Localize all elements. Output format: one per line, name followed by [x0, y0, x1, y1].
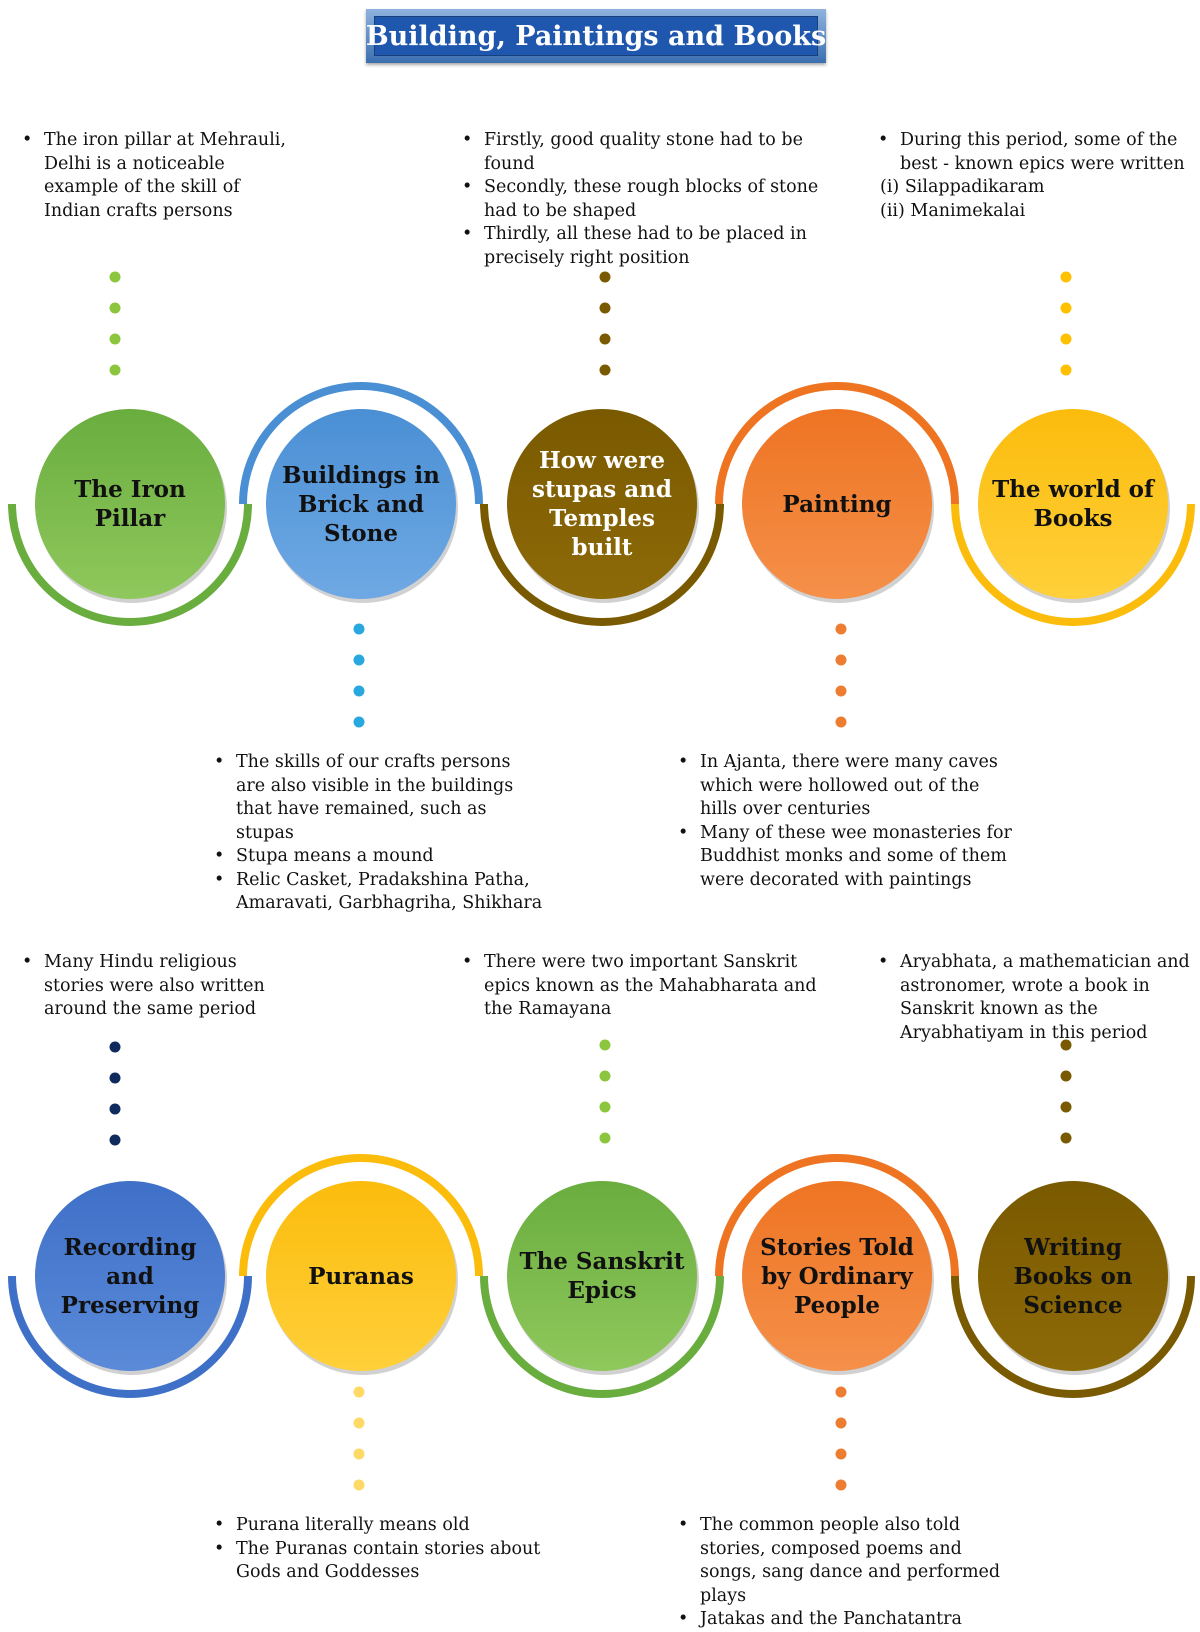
connector-dot-1-3-1	[835, 1417, 847, 1429]
connector-dot-0-2-2	[599, 333, 611, 345]
connector-dot-1-1-3	[353, 1479, 365, 1491]
connector-dot-0-0-3	[109, 364, 121, 376]
note-bullet: Firstly, good quality stone had to be fo…	[462, 129, 822, 176]
note-subitem: (ii) Manimekalai	[880, 200, 1026, 221]
arc-0-0	[8, 503, 252, 626]
connector-dot-0-2-3	[599, 364, 611, 376]
note-0-2: Firstly, good quality stone had to be fo…	[462, 129, 822, 270]
note-1-3: The common people also told stories, com…	[678, 1514, 1018, 1632]
connector-dot-0-2-1	[599, 302, 611, 314]
note-bullet: Purana literally means old	[214, 1514, 544, 1538]
connector-dot-1-0-3	[109, 1134, 121, 1146]
note-bullet: Aryabhata, a mathematician and astronome…	[878, 951, 1198, 1045]
connector-dot-1-1-2	[353, 1448, 365, 1460]
connector-dot-0-0-2	[109, 333, 121, 345]
arc-1-3	[715, 1154, 959, 1277]
connector-dot-0-4-3	[1060, 364, 1072, 376]
note-subitem: (i) Silappadikaram	[880, 177, 1045, 197]
topic-circle-1-0	[35, 1181, 225, 1371]
note-1-4: Aryabhata, a mathematician and astronome…	[878, 951, 1198, 1045]
connector-dot-0-1-0	[353, 623, 365, 635]
connector-dot-1-4-1	[1060, 1070, 1072, 1082]
connector-dot-0-1-1	[353, 654, 365, 666]
note-bullet: Relic Casket, Pradakshina Patha, Amarava…	[214, 869, 544, 916]
topic-circle-0-3	[742, 409, 932, 599]
connector-dot-1-2-0	[599, 1039, 611, 1051]
note-bullet: Secondly, these rough blocks of stone ha…	[462, 176, 822, 223]
note-bullet: Many of these wee monasteries for Buddhi…	[678, 822, 1018, 893]
connector-dot-0-4-0	[1060, 271, 1072, 283]
note-0-0: The iron pillar at Mehrauli, Delhi is a …	[22, 129, 297, 223]
note-0-3: In Ajanta, there were many caves which w…	[678, 751, 1018, 892]
connector-dot-1-4-2	[1060, 1101, 1072, 1113]
page-title: Building, Paintings and Books	[366, 16, 826, 56]
note-0-4: During this period, some of the best - k…	[878, 129, 1198, 223]
connector-dot-0-3-2	[835, 685, 847, 697]
topic-circle-1-2	[507, 1181, 697, 1371]
topic-circle-0-0	[35, 409, 225, 599]
note-bullet: The common people also told stories, com…	[678, 1514, 1018, 1608]
topic-circle-0-4	[978, 409, 1168, 599]
connector-dot-1-0-0	[109, 1041, 121, 1053]
arc-1-4	[951, 1275, 1195, 1398]
connector-dot-1-0-1	[109, 1072, 121, 1084]
topic-circle-0-1	[266, 409, 456, 599]
title-banner: Building, Paintings and Books	[366, 9, 826, 63]
connector-dot-1-2-1	[599, 1070, 611, 1082]
connector-dot-0-0-1	[109, 302, 121, 314]
note-bullet: The skills of our crafts persons are als…	[214, 751, 544, 845]
connector-dot-1-4-3	[1060, 1132, 1072, 1144]
note-bullet: Stupa means a mound	[214, 845, 544, 869]
arc-1-1	[239, 1154, 483, 1277]
connector-dot-1-3-2	[835, 1448, 847, 1460]
connector-dot-0-3-3	[835, 716, 847, 728]
note-1-1: Purana literally means oldThe Puranas co…	[214, 1514, 544, 1585]
arc-0-2	[480, 503, 724, 626]
connector-dot-0-3-1	[835, 654, 847, 666]
note-0-1: The skills of our crafts persons are als…	[214, 751, 544, 916]
arc-0-3	[715, 382, 959, 505]
topic-circle-0-2	[507, 409, 697, 599]
arc-1-2	[480, 1275, 724, 1398]
note-bullet: During this period, some of the best - k…	[878, 129, 1198, 176]
arc-1-0	[8, 1275, 252, 1398]
connector-dot-0-4-2	[1060, 333, 1072, 345]
note-1-2: There were two important Sanskrit epics …	[462, 951, 822, 1022]
note-bullet: There were two important Sanskrit epics …	[462, 951, 822, 1022]
note-bullet: Thirdly, all these had to be placed in p…	[462, 223, 822, 270]
arc-0-4	[951, 503, 1195, 626]
connector-dot-1-1-0	[353, 1386, 365, 1398]
connector-dot-0-0-0	[109, 271, 121, 283]
connector-dot-1-3-0	[835, 1386, 847, 1398]
connector-dot-0-1-2	[353, 685, 365, 697]
connector-dot-0-4-1	[1060, 302, 1072, 314]
note-bullet: The iron pillar at Mehrauli, Delhi is a …	[22, 129, 297, 223]
note-bullet: Many Hindu religious stories were also w…	[22, 951, 297, 1022]
connector-dot-0-2-0	[599, 271, 611, 283]
topic-circle-1-3	[742, 1181, 932, 1371]
note-bullet: Jatakas and the Panchatantra	[678, 1608, 1018, 1632]
note-1-0: Many Hindu religious stories were also w…	[22, 951, 297, 1022]
note-bullet: The Puranas contain stories about Gods a…	[214, 1538, 544, 1585]
connector-dot-1-0-2	[109, 1103, 121, 1115]
connector-dot-1-3-3	[835, 1479, 847, 1491]
connector-dot-0-1-3	[353, 716, 365, 728]
connector-dot-1-1-1	[353, 1417, 365, 1429]
topic-circle-1-4	[978, 1181, 1168, 1371]
note-bullet: In Ajanta, there were many caves which w…	[678, 751, 1018, 822]
connector-dot-1-2-3	[599, 1132, 611, 1144]
connector-dot-1-2-2	[599, 1101, 611, 1113]
arc-0-1	[239, 382, 483, 505]
topic-circle-1-1	[266, 1181, 456, 1371]
connector-dot-0-3-0	[835, 623, 847, 635]
